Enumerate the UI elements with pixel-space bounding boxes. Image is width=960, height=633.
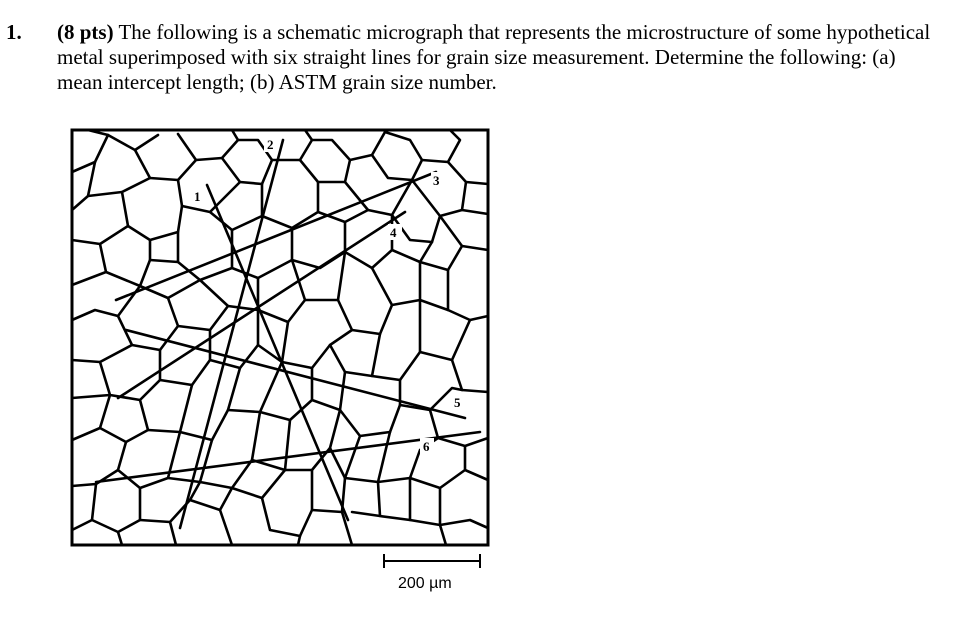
micrograph-frame [70, 128, 490, 547]
question-text: (8 pts) The following is a schematic mic… [57, 20, 937, 95]
line-labels: 1 2 3 4 5 6 [192, 136, 466, 454]
line-label-3: 3 [433, 173, 440, 188]
test-lines [94, 138, 482, 530]
question-number: 1. [6, 20, 22, 44]
line-label-1: 1 [194, 189, 201, 204]
test-line-5 [124, 328, 467, 420]
grain-boundaries [70, 128, 490, 547]
line-label-4: 4 [390, 225, 397, 240]
scale-bar [383, 554, 481, 568]
line-label-5: 5 [454, 395, 461, 410]
line-label-6: 6 [423, 439, 430, 454]
test-line-6 [94, 430, 482, 484]
test-line-4 [116, 210, 407, 400]
scale-bar-label: 200 µm [398, 575, 452, 592]
test-line-1 [205, 183, 350, 522]
question-body: The following is a schematic micrograph … [57, 20, 931, 94]
test-line-2 [178, 138, 285, 530]
line-label-2: 2 [267, 137, 274, 152]
question-points: (8 pts) [57, 20, 114, 44]
test-line-3 [114, 170, 438, 302]
